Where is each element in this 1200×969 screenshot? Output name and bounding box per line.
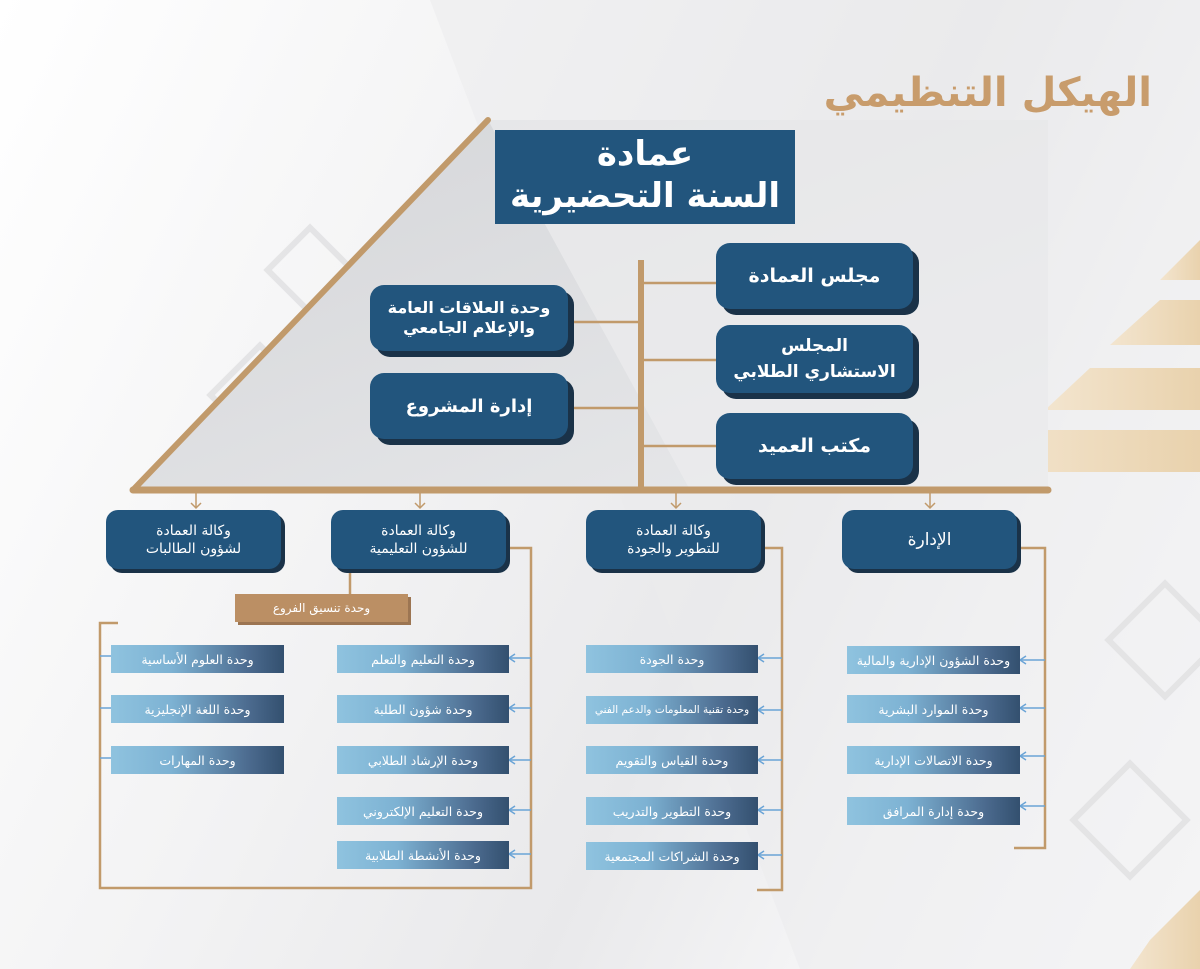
agency-educational-affairs: وكالة العمادة للشؤون التعليمية	[331, 510, 506, 569]
agency-label-line2: للتطوير والجودة	[627, 540, 720, 557]
node-label: مكتب العميد	[757, 435, 872, 457]
node-deanship-council: مجلس العمادة	[716, 243, 913, 309]
unit-teaching-learning: وحدة التعليم والتعلم	[337, 645, 509, 673]
unit-student-affairs: وحدة شؤون الطلبة	[337, 695, 509, 723]
node-label-line2: الاستشاري الطلابي	[733, 362, 896, 382]
node-dean-office: مكتب العميد	[716, 413, 913, 479]
node-label-line1: وحدة العلاقات العامة	[387, 298, 551, 317]
unit-measurement-evaluation: وحدة القياس والتقويم	[586, 746, 758, 774]
unit-development-training: وحدة التطوير والتدريب	[586, 797, 758, 825]
unit-student-activities: وحدة الأنشطة الطلابية	[337, 841, 509, 869]
node-student-advisory-council: المجلس الاستشاري الطلابي	[716, 325, 913, 393]
deanship-header-box: عمادة السنة التحضيرية	[495, 130, 795, 224]
unit-admin-finance: وحدة الشؤون الإدارية والمالية	[847, 646, 1020, 674]
node-label-line1: المجلس	[781, 336, 848, 356]
unit-it-support: وحدة تقنية المعلومات والدعم الفني	[586, 696, 758, 724]
agency-administration: الإدارة	[842, 510, 1017, 569]
agency-label: الإدارة	[907, 529, 952, 550]
node-label-line2: والإعلام الجامعي	[403, 318, 535, 337]
agency-label-line1: وكالة العمادة	[156, 522, 231, 539]
unit-student-counseling: وحدة الإرشاد الطلابي	[337, 746, 509, 774]
deanship-title-line1: عمادة	[596, 134, 694, 174]
node-label: مجلس العمادة	[748, 265, 881, 287]
unit-facilities: وحدة إدارة المرافق	[847, 797, 1020, 825]
unit-human-resources: وحدة الموارد البشرية	[847, 695, 1020, 723]
agency-development-quality: وكالة العمادة للتطوير والجودة	[586, 510, 761, 569]
agency-label-line2: لشؤون الطالبات	[145, 540, 242, 557]
unit-basic-sciences: وحدة العلوم الأساسية	[111, 645, 284, 673]
deanship-title-line2: السنة التحضيرية	[509, 176, 781, 216]
unit-admin-communications: وحدة الاتصالات الإدارية	[847, 746, 1020, 774]
agency-label-line1: وكالة العمادة	[636, 522, 711, 539]
node-project-management: إدارة المشروع	[370, 373, 568, 439]
agency-label-line1: وكالة العمادة	[381, 522, 456, 539]
node-public-relations-unit: وحدة العلاقات العامة والإعلام الجامعي	[370, 285, 568, 351]
unit-community-partnerships: وحدة الشراكات المجتمعية	[586, 842, 758, 870]
unit-e-learning: وحدة التعليم الإلكتروني	[337, 797, 509, 825]
unit-quality: وحدة الجودة	[586, 645, 758, 673]
page-title: الهيكل التنظيمي	[823, 70, 1152, 116]
node-label: إدارة المشروع	[405, 395, 533, 417]
agency-female-students-affairs: وكالة العمادة لشؤون الطالبات	[106, 510, 281, 569]
agency-label-line2: للشؤون التعليمية	[369, 540, 468, 557]
unit-english-language: وحدة اللغة الإنجليزية	[111, 695, 284, 723]
unit-skills: وحدة المهارات	[111, 746, 284, 774]
branch-coordination-unit: وحدة تنسيق الفروع	[235, 594, 408, 622]
